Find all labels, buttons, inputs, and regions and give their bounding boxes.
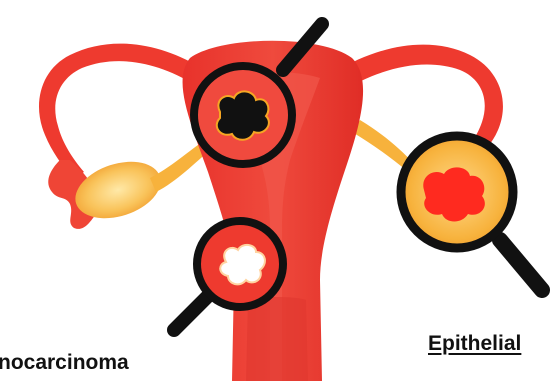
magnifier-right-handle <box>500 240 542 290</box>
label-epithelial: Epithelial <box>428 333 521 354</box>
magnifier-bottom-handle <box>174 292 212 330</box>
label-nocarcinoma: nocarcinoma <box>0 352 129 373</box>
left-fallopian-tube <box>39 44 205 178</box>
lesion-black <box>217 91 269 139</box>
cervix-detail <box>246 297 308 381</box>
